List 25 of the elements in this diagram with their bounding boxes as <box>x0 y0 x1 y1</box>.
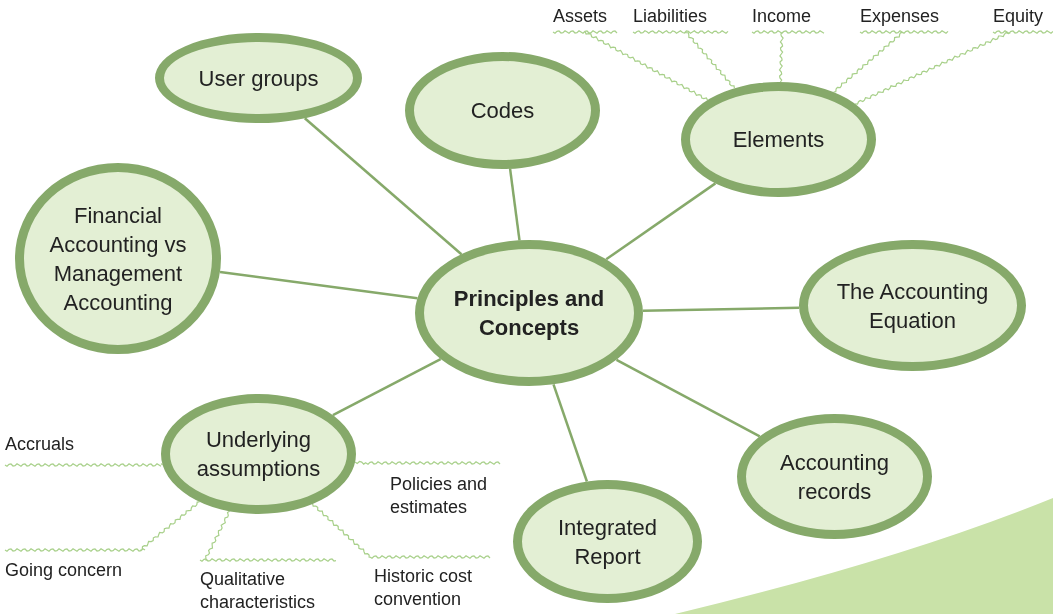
connector-line <box>642 306 800 313</box>
wavy-connector <box>4 462 164 468</box>
topic-label: User groups <box>198 64 319 93</box>
topic-label: Accounting records <box>779 448 890 506</box>
topic-label: Codes <box>470 97 535 125</box>
subtopic-text: Qualitative characteristics <box>200 560 336 614</box>
subtopic-text: Going concern <box>5 550 145 582</box>
wavy-connector <box>751 29 825 83</box>
subtopic-text: Accruals <box>5 433 161 465</box>
subtopic-text: Income <box>752 5 824 32</box>
subtopic-text: Equity <box>993 5 1053 32</box>
subtopic-text: Historic cost convention <box>370 557 490 611</box>
topic-label: The Accounting Equation <box>835 277 990 335</box>
subtopic-text: Expenses <box>860 5 948 32</box>
connector-line <box>508 168 521 241</box>
topic-label: Integrated Report <box>556 513 659 571</box>
wavy-connector <box>354 460 501 466</box>
subtopic-text: Policies and estimates <box>366 463 500 519</box>
topic-label: Elements <box>732 126 825 154</box>
topic-label: Financial Accounting vs Management Accounting <box>48 201 188 317</box>
subtopic-text: Liabilities <box>633 5 728 32</box>
subtopic-text: Assets <box>553 5 617 32</box>
topic-label: Principles and Concepts <box>452 285 606 342</box>
topic-label: Underlying assumptions <box>195 426 322 483</box>
connector-line <box>219 270 418 300</box>
